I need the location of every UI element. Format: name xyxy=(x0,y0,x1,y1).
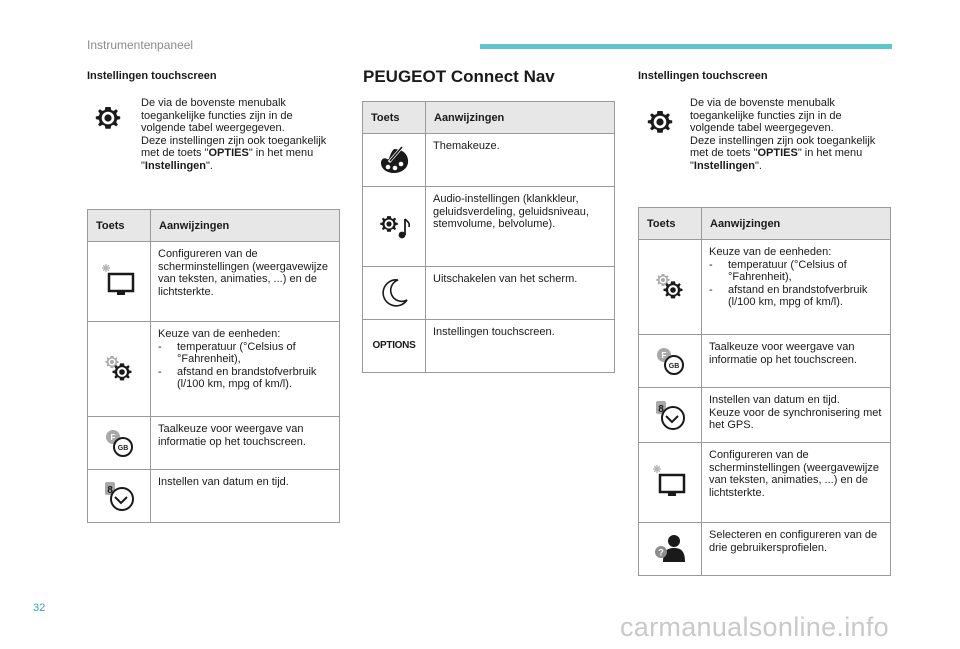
left-intro-text: De via de bovenste menubalk toegankelijk… xyxy=(141,97,327,172)
brightness-monitor-icon xyxy=(638,442,702,523)
row-description: Instellen van datum en tijd. xyxy=(150,469,340,523)
table-row: Themakeuze. xyxy=(362,133,615,187)
brightness-monitor-icon xyxy=(87,241,151,322)
gear-icon xyxy=(645,107,675,137)
list-item: -afstand en brandstofverbruik (l/100 km,… xyxy=(158,365,317,391)
table-row: F GB Taalkeuze voor weergave van informa… xyxy=(638,334,891,388)
options-label-icon: OPTIONS xyxy=(362,319,426,373)
table-row: ? Selecteren en configureren van de drie… xyxy=(638,522,891,576)
left-settings-table: Toets Aanwijzingen Configureren van de s… xyxy=(87,209,340,523)
row-description: Instellen van datum en tijd. Keuze voor … xyxy=(701,387,891,443)
table-row: Audio-instellingen (klankkleur, geluidsv… xyxy=(362,186,615,267)
svg-text:?: ? xyxy=(658,548,664,558)
middle-section-title: PEUGEOT Connect Nav xyxy=(363,67,555,86)
svg-text:GB: GB xyxy=(118,445,129,452)
right-settings-table: Toets Aanwijzingen Keuze van de eenheden… xyxy=(638,207,891,576)
options-label: OPTIONS xyxy=(372,340,416,352)
row-text: Keuze van de eenheden: xyxy=(158,328,281,340)
row-description: Themakeuze. xyxy=(425,133,615,187)
language-icon: F GB xyxy=(638,334,702,388)
row-text: Keuze voor de synchronisering met het GP… xyxy=(709,406,882,432)
row-text: Keuze van de eenheden: xyxy=(709,246,832,258)
left-section-title: Instellingen touchscreen xyxy=(87,70,217,82)
table-row: Uitschakelen van het scherm. xyxy=(362,266,615,320)
palette-icon xyxy=(362,133,426,187)
section-header: Instrumentenpaneel xyxy=(87,38,194,52)
svg-text:F: F xyxy=(662,351,667,360)
row-description: Keuze van de eenheden: -temperatuur (°Ce… xyxy=(150,321,340,417)
table-row: F GB Taalkeuze voor weergave van informa… xyxy=(87,416,340,470)
table-row: 8 Instellen van datum en tijd. xyxy=(87,469,340,523)
table-header-row: Toets Aanwijzingen xyxy=(362,101,615,134)
row-description: Keuze van de eenheden: -temperatuur (°Ce… xyxy=(701,239,891,335)
gears-icon xyxy=(87,321,151,417)
column-header-aanwijzingen: Aanwijzingen xyxy=(701,207,891,240)
list-item: -temperatuur (°Celsius of °Fahrenheit), xyxy=(158,340,296,366)
svg-text:8: 8 xyxy=(658,404,664,415)
row-description: Uitschakelen van het scherm. xyxy=(425,266,615,320)
table-row: 8 Instellen van datum en tijd. Keuze voo… xyxy=(638,387,891,443)
audio-settings-icon xyxy=(362,186,426,267)
right-intro-text: De via de bovenste menubalk toegankelijk… xyxy=(690,97,876,172)
row-description: Selecteren en configureren van de drie g… xyxy=(701,522,891,576)
svg-text:GB: GB xyxy=(669,363,680,370)
row-description: Audio-instellingen (klankkleur, geluidsv… xyxy=(425,186,615,267)
table-row: Keuze van de eenheden: -temperatuur (°Ce… xyxy=(638,239,891,335)
row-description: Configureren van de scherminstellingen (… xyxy=(150,241,340,322)
gears-icon xyxy=(638,239,702,335)
column-header-aanwijzingen: Aanwijzingen xyxy=(425,101,615,134)
language-icon: F GB xyxy=(87,416,151,470)
table-row: Configureren van de scherminstellingen (… xyxy=(87,241,340,322)
watermark: carmanualsonline.info xyxy=(620,612,889,642)
row-description: Taalkeuze voor weergave van informatie o… xyxy=(150,416,340,470)
column-header-aanwijzingen: Aanwijzingen xyxy=(150,209,340,242)
svg-text:F: F xyxy=(111,433,116,442)
column-header-toets: Toets xyxy=(362,101,426,134)
svg-text:8: 8 xyxy=(107,485,113,496)
table-row: OPTIONS Instellingen touchscreen. xyxy=(362,319,615,373)
right-section-title: Instellingen touchscreen xyxy=(638,70,768,82)
clock-icon: 8 xyxy=(638,387,702,443)
table-row: Configureren van de scherminstellingen (… xyxy=(638,442,891,523)
moon-icon xyxy=(362,266,426,320)
middle-settings-table: Toets Aanwijzingen Themakeuze. Audio-i xyxy=(362,101,615,373)
header-accent-bar xyxy=(480,44,892,49)
user-profile-icon: ? xyxy=(638,522,702,576)
column-header-toets: Toets xyxy=(87,209,151,242)
list-item: -afstand en brandstofverbruik (l/100 km,… xyxy=(709,283,868,309)
row-description: Taalkeuze voor weergave van informatie o… xyxy=(701,334,891,388)
row-text: Instellen van datum en tijd. xyxy=(709,394,840,406)
row-description: Instellingen touchscreen. xyxy=(425,319,615,373)
column-header-toets: Toets xyxy=(638,207,702,240)
table-row: Keuze van de eenheden: -temperatuur (°Ce… xyxy=(87,321,340,417)
gear-icon xyxy=(93,103,123,133)
clock-icon: 8 xyxy=(87,469,151,523)
page-number: 32 xyxy=(33,602,46,614)
table-header-row: Toets Aanwijzingen xyxy=(87,209,340,242)
table-header-row: Toets Aanwijzingen xyxy=(638,207,891,240)
list-item: -temperatuur (°Celsius of °Fahrenheit), xyxy=(709,258,847,284)
row-description: Configureren van de scherminstellingen (… xyxy=(701,442,891,523)
